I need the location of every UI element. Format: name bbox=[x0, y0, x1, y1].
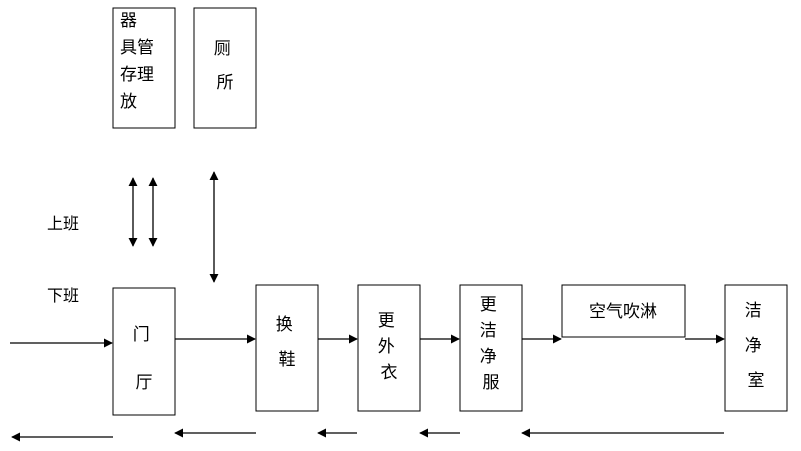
change-outer-label: 更 外 衣 bbox=[378, 311, 400, 383]
toilet-label: 厕 所 bbox=[214, 39, 236, 93]
air-shower-box bbox=[561, 284, 686, 338]
lobby-label: 门 厅 bbox=[133, 325, 155, 393]
xia-ban-label: 下班 bbox=[47, 286, 79, 305]
air-shower-label: 空气吹淋 bbox=[589, 302, 657, 322]
change-clean-box bbox=[459, 284, 523, 412]
change-outer-box bbox=[357, 284, 421, 412]
toilet-box bbox=[193, 7, 257, 129]
change-shoes-box bbox=[255, 284, 319, 412]
storage-label: 器 具管 存理 放 bbox=[120, 11, 159, 112]
change-clean-label: 更 洁 净 服 bbox=[480, 295, 502, 393]
storage-box bbox=[112, 7, 176, 129]
shang-ban-label: 上班 bbox=[47, 214, 79, 233]
clean-room-label: 洁 净 室 bbox=[745, 301, 767, 391]
change-shoes-label: 换 鞋 bbox=[276, 315, 298, 370]
lobby-box bbox=[112, 287, 176, 416]
clean-room-box bbox=[724, 284, 788, 412]
